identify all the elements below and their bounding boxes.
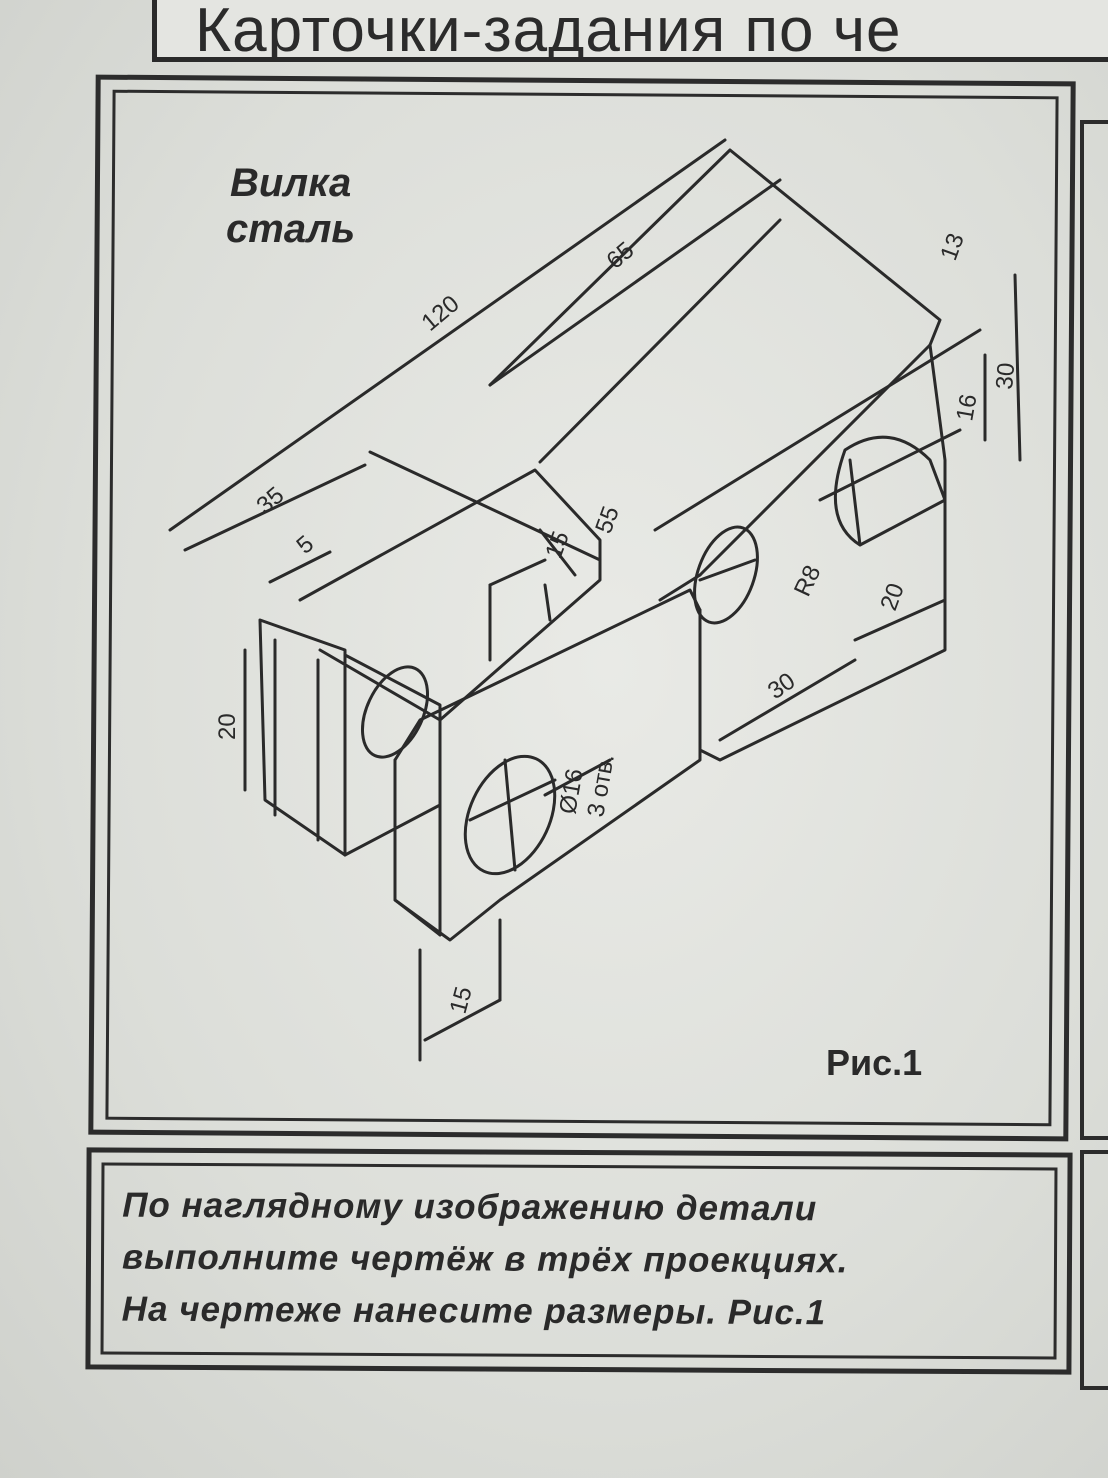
front-hole-axis1 [468,778,557,822]
dim-line-30h [718,658,857,742]
mid-plate [298,468,602,722]
dim-20: 20 [214,713,241,740]
rounded-slot [833,435,947,547]
left-ear-hole [361,665,429,759]
dim-line-15 [538,528,577,577]
slot-right [543,583,552,622]
part-material: сталь [226,207,356,251]
dim-16: 16 [951,392,982,423]
slot-top [488,558,547,587]
rear-block-side [658,573,702,602]
rear-block-edge [538,218,782,464]
slot-axis [818,428,962,502]
dim-13: 13 [935,230,970,264]
slot-axis2 [848,458,862,547]
task-line-2: выполните чертёж в трёх проекциях. [121,1237,849,1281]
task-line-1: По наглядному изображению детали [122,1185,818,1229]
dim-line-55 [653,328,982,532]
dim-line-30v [1013,273,1022,462]
dim-55: 55 [590,503,625,537]
page-title: Карточки-задания по че [195,0,902,62]
dim-5: 5 [292,530,320,559]
header-box: Карточки-задания по че [152,0,1108,62]
task-inner-frame: По наглядному изображению детали выполни… [100,1162,1058,1360]
dim-r8: R8 [789,561,826,600]
dim-line-5 [268,550,332,584]
next-task-edge [1080,1150,1108,1390]
task-instructions-box: По наглядному изображению детали выполни… [85,1147,1073,1375]
dim-line-35 [183,463,367,552]
dim-30-vertical: 30 [991,362,1020,391]
part-name: Вилка [229,161,352,205]
right-ear-hole [693,525,759,625]
front-ear-hole [463,754,557,876]
dim-30-horizontal: 30 [763,667,800,704]
dim-15-bottom: 15 [445,984,478,1017]
figure-label: Рис.1 [826,1042,923,1083]
dim-line-65 [488,178,782,387]
leader-hole [543,758,612,797]
front-hole-axis2 [503,758,517,872]
next-card-edge [1080,120,1108,1140]
task-line-3: На чертеже нанесите размеры. Рис.1 [121,1289,827,1333]
right-hole-axis [698,558,757,582]
step-edge [368,450,602,562]
right-end [698,343,947,762]
part-title: Вилка сталь [226,160,355,252]
dim-line-15b [423,998,502,1042]
left-ear [258,618,347,857]
dim-35: 35 [252,482,290,520]
dimension-labels: 120 65 35 5 15 55 20 13 16 30 R8 20 30 Ø… [214,230,1020,1017]
rear-block-outline [488,148,942,577]
dim-line-20h [853,598,947,642]
front-ear-side [393,758,442,937]
dim-line-120 [168,138,727,532]
dim-20-horizontal: 20 [875,580,910,614]
dim-holes-count: 3 отв. [582,752,620,819]
